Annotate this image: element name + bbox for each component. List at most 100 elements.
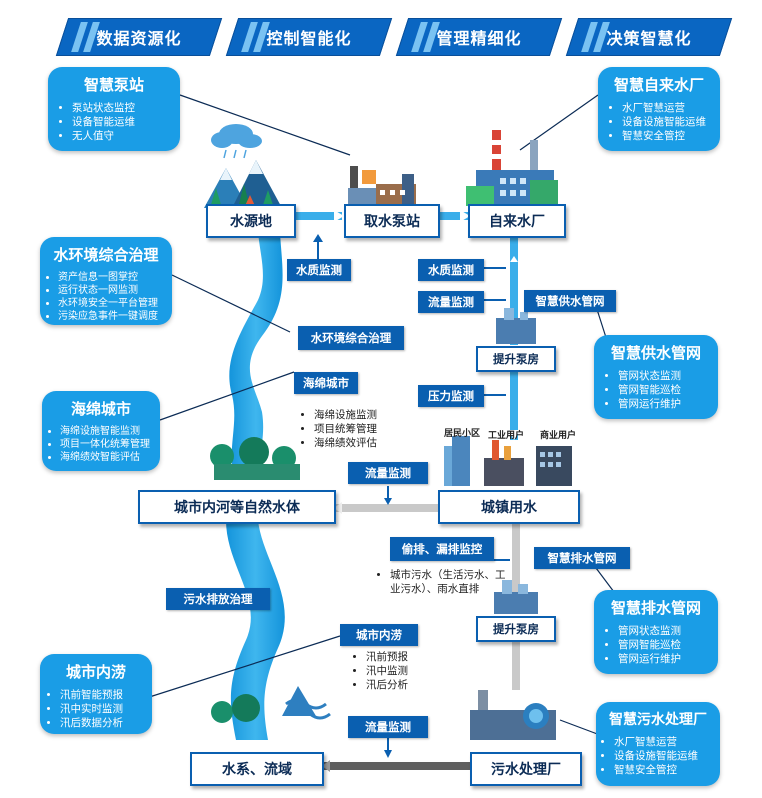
list-item: 汛中监测 [366, 664, 408, 678]
info-item: 智慧安全管控 [622, 129, 720, 143]
node-booster-2: 提升泵房 [476, 616, 556, 642]
info-item: 水厂智慧运营 [622, 101, 720, 115]
info-smart-supply-network: 智慧供水管网 管网状态监测 管网智能巡检 管网运行维护 [594, 335, 718, 419]
connector-lines [139, 94, 621, 736]
tag-pressure-monitor: 压力监测 [418, 385, 484, 407]
info-smart-drainage-network: 智慧排水管网 管网状态监测 管网智能巡检 管网运行维护 [594, 590, 718, 674]
node-urban-use: 城镇用水 [438, 490, 580, 524]
info-item: 运行状态一网监测 [58, 284, 172, 297]
info-item: 管网状态监测 [618, 369, 718, 383]
info-item: 水环境安全一平台管理 [58, 297, 172, 310]
river [229, 232, 283, 466]
list-item: 城市污水（生活污水、工业污水）、雨水直排 [390, 568, 512, 596]
arrow [334, 502, 342, 514]
water-source-illustration [204, 124, 282, 208]
arrow [460, 210, 470, 222]
node-waterworks: 自来水厂 [468, 204, 566, 238]
caption-industrial: 工业用户 [488, 431, 525, 441]
node-intake-pump: 取水泵站 [344, 204, 440, 238]
info-item: 管网智能巡检 [618, 383, 718, 397]
info-item: 管网运行维护 [618, 652, 718, 666]
info-title: 海绵城市 [70, 400, 131, 418]
node-sewage-plant: 污水处理厂 [470, 752, 582, 786]
arrow [322, 760, 330, 772]
info-item: 智慧安全管控 [614, 763, 720, 777]
sewage-plant-illustration [470, 690, 556, 740]
info-smart-waterworks: 智慧自来水厂 水厂智慧运营 设备设施智能运维 智慧安全管控 [598, 67, 720, 151]
list-item: 汛后分析 [366, 678, 408, 692]
monitor-arrow [384, 498, 392, 505]
info-title: 智慧排水管网 [610, 599, 701, 617]
list-item: 汛前预报 [366, 650, 408, 664]
info-item: 汛前智能预报 [60, 688, 152, 702]
info-item: 海绵绩效智能评估 [60, 451, 160, 464]
info-item: 管网智能巡检 [618, 638, 718, 652]
basin-illustration [211, 686, 331, 723]
info-title: 城市内涝 [65, 663, 126, 681]
tag-smart-drainage-network: 智慧排水管网 [534, 547, 630, 569]
banner-control-intelligence: 控制智能化 [225, 18, 393, 56]
node-water-source: 水源地 [206, 204, 296, 238]
info-item: 污染应急事件一键调度 [58, 310, 172, 323]
info-item: 管网状态监测 [618, 624, 718, 638]
tag-sewage-discharge: 污水排放治理 [166, 588, 270, 610]
info-title: 智慧供水管网 [610, 344, 701, 362]
info-item: 汛中实时监测 [60, 702, 152, 716]
sewage-note: 城市污水（生活污水、工业污水）、雨水直排 [376, 568, 512, 596]
banner-decision: 决策智慧化 [565, 18, 733, 56]
caption-residential: 居民小区 [444, 429, 481, 439]
info-urban-flood: 城市内涝 汛前智能预报 汛中实时监测 汛后数据分析 [40, 654, 152, 734]
monitor-arrow [313, 234, 323, 242]
info-item: 设备设施智能运维 [614, 749, 720, 763]
monitor-arrow [384, 750, 392, 758]
urban-buildings-illustration [444, 436, 572, 486]
tag-quality-monitor-1: 水质监测 [287, 259, 351, 281]
info-item: 泵站状态监控 [72, 101, 180, 115]
list-item: 海绵绩效评估 [314, 436, 377, 450]
arrow [510, 256, 518, 262]
arrow [334, 210, 344, 222]
flood-list: 汛前预报 汛中监测 汛后分析 [352, 650, 408, 692]
tag-sponge-city: 海绵城市 [294, 372, 358, 394]
tag-flow-monitor-2: 流量监测 [348, 462, 428, 484]
sponge-list: 海绵设施监测 项目统筹管理 海绵绩效评估 [300, 408, 377, 450]
booster-2-illustration [494, 580, 538, 614]
node-basin: 水系、流域 [190, 752, 324, 786]
info-title: 水环境综合治理 [53, 246, 159, 264]
node-river: 城市内河等自然水体 [138, 490, 336, 524]
river-trees-illustration [210, 437, 300, 480]
info-item: 资产信息一图掌控 [58, 271, 172, 284]
tag-urban-flood: 城市内涝 [340, 624, 418, 646]
info-sponge-city: 海绵城市 海绵设施智能监测 项目一体化统筹管理 海绵绩效智能评估 [42, 391, 160, 471]
booster-1-illustration [496, 308, 536, 344]
intake-pump-illustration [348, 166, 416, 206]
info-water-environment: 水环境综合治理 资产信息一图掌控 运行状态一网监测 水环境安全一平台管理 污染应… [40, 237, 172, 325]
info-item: 设备设施智能运维 [622, 115, 720, 129]
tag-water-environment: 水环境综合治理 [298, 326, 404, 350]
info-item: 海绵设施智能监测 [60, 425, 160, 438]
info-item: 设备智能运维 [72, 115, 180, 129]
list-item: 海绵设施监测 [314, 408, 377, 422]
tag-quality-monitor-2: 水质监测 [418, 259, 484, 281]
info-title: 智慧污水处理厂 [609, 712, 707, 728]
info-smart-sewage-plant: 智慧污水处理厂 水厂智慧运营 设备设施智能运维 智慧安全管控 [596, 702, 720, 786]
list-item: 项目统筹管理 [314, 422, 377, 436]
banner-data-resource: 数据资源化 [55, 18, 223, 56]
info-item: 水厂智慧运营 [614, 735, 720, 749]
node-booster-1: 提升泵房 [476, 346, 556, 372]
info-title: 智慧自来水厂 [613, 76, 704, 94]
info-title: 智慧泵站 [83, 76, 144, 94]
tag-illegal-discharge: 偷排、漏排监控 [390, 537, 494, 561]
info-item: 项目一体化统筹管理 [60, 438, 160, 451]
info-item: 无人值守 [72, 129, 180, 143]
tag-flow-monitor-1: 流量监测 [418, 291, 484, 313]
info-item: 汛后数据分析 [60, 716, 152, 730]
arrow [508, 430, 520, 440]
tag-smart-supply-network: 智慧供水管网 [524, 290, 616, 312]
waterworks-illustration [466, 130, 558, 206]
river [226, 520, 285, 740]
tag-flow-monitor-3: 流量监测 [348, 716, 428, 738]
banner-management: 管理精细化 [395, 18, 563, 56]
